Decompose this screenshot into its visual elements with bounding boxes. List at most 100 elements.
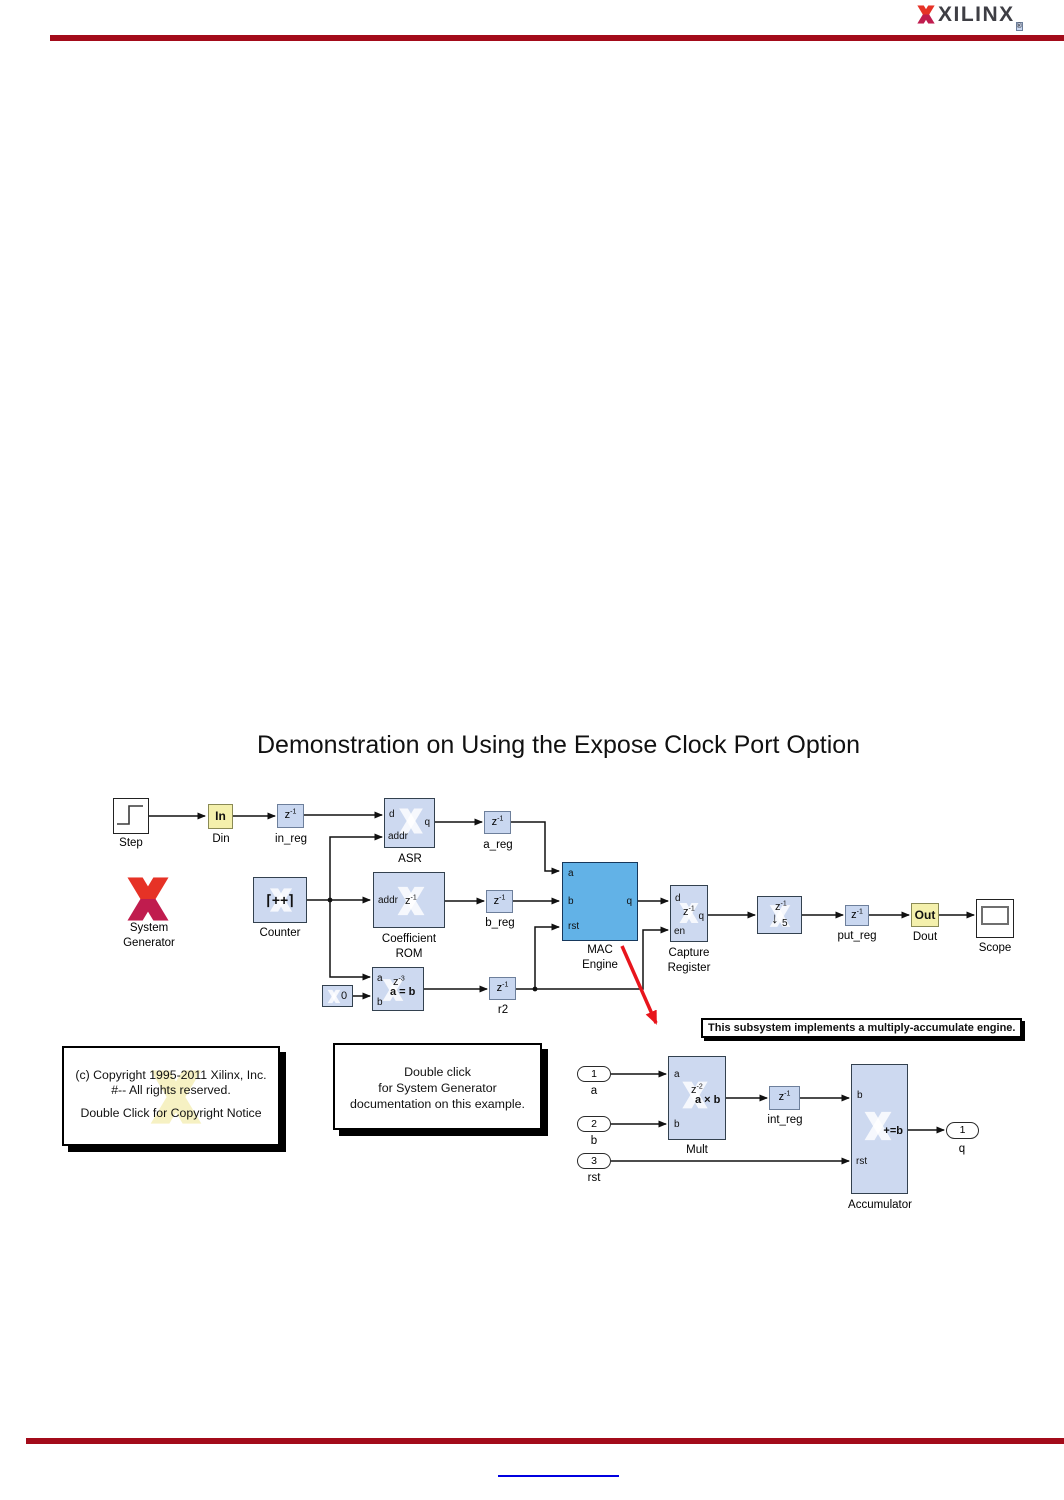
- rom-latency: z-1: [405, 894, 417, 907]
- subsystem-tooltip: This subsystem implements a multiply-acc…: [701, 1018, 1023, 1038]
- mult-block[interactable]: a b z-2 a × b: [668, 1056, 726, 1140]
- dout-label: Dout: [912, 931, 938, 943]
- mult-port-a: a: [674, 1069, 680, 1080]
- counter-block[interactable]: ⌈++⌉: [253, 877, 307, 923]
- scope-block[interactable]: [976, 899, 1014, 938]
- mac-port-rst: rst: [568, 921, 580, 932]
- step-label: Step: [119, 837, 143, 849]
- counter-label: Counter: [259, 927, 301, 939]
- scope-label: Scope: [978, 942, 1012, 954]
- mac-engine-label-1: MAC: [587, 944, 613, 956]
- inport-1[interactable]: 1: [577, 1066, 611, 1082]
- footer-rule: [26, 1438, 1064, 1444]
- header-rule: [50, 35, 1064, 41]
- put-reg-block[interactable]: z-1: [845, 905, 869, 926]
- inport-3[interactable]: 3: [577, 1153, 611, 1169]
- outport-1-label: q: [958, 1143, 966, 1155]
- counter-glyph: ⌈++⌉: [266, 892, 294, 908]
- constant-value: 0: [341, 990, 348, 1002]
- relational-block[interactable]: a b z-3 a = b: [372, 967, 424, 1011]
- doc-line-2: for System Generator: [378, 1081, 497, 1095]
- accumulator-block[interactable]: b rst +=b: [851, 1064, 908, 1194]
- red-callout-arrow: [620, 945, 658, 1025]
- constant-zero-block[interactable]: 0: [322, 985, 353, 1007]
- relational-port-a: a: [377, 973, 383, 984]
- mac-port-b: b: [568, 896, 574, 907]
- coefficient-rom-block[interactable]: addr z-1: [373, 872, 445, 928]
- r2-reg-block[interactable]: z-1: [489, 977, 516, 1000]
- accumulator-port-rst: rst: [856, 1156, 868, 1167]
- b-reg-label: b_reg: [485, 917, 515, 929]
- doc-note[interactable]: Double click for System Generator docume…: [333, 1043, 542, 1130]
- int-reg-label: int_reg: [767, 1114, 803, 1126]
- footer-link[interactable]: [498, 1475, 619, 1477]
- copyright-note[interactable]: (c) Copyright 1995-2011 Xilinx, Inc. #--…: [62, 1046, 280, 1146]
- capture-port-d: d: [675, 893, 681, 904]
- copyright-line-1: (c) Copyright 1995-2011 Xilinx, Inc.: [75, 1068, 267, 1082]
- a-reg-label: a_reg: [483, 839, 513, 851]
- dout-gateway-block[interactable]: Out: [911, 903, 939, 927]
- copyright-line-2: #-- All rights reserved.: [111, 1083, 231, 1097]
- accumulator-port-b: b: [857, 1090, 863, 1101]
- r2-label: r2: [497, 1004, 509, 1016]
- coefficient-rom-label-1: Coefficient: [381, 933, 437, 945]
- capture-port-en: en: [674, 926, 686, 937]
- inport-3-label: rst: [587, 1172, 601, 1184]
- rom-port-addr: addr: [378, 895, 399, 906]
- downsample-arrow-icon: ↓: [771, 910, 779, 927]
- in-reg-block[interactable]: z-1: [277, 804, 304, 828]
- capture-latency: z-1: [683, 905, 695, 918]
- relational-op: a = b: [390, 986, 416, 998]
- asr-label: ASR: [398, 853, 422, 865]
- system-generator-label-2: Generator: [123, 937, 175, 949]
- din-gateway-block[interactable]: In: [208, 804, 233, 829]
- mac-port-a: a: [568, 868, 574, 879]
- put-reg-label: put_reg: [837, 930, 877, 942]
- capture-port-q: q: [698, 911, 704, 922]
- xilinx-watermark-icon: [327, 989, 341, 1004]
- mult-latency: z-2: [691, 1083, 703, 1096]
- outport-1[interactable]: 1: [946, 1122, 979, 1139]
- capture-register-block[interactable]: d z-1 q en: [670, 885, 708, 942]
- relational-port-b: b: [377, 997, 383, 1008]
- in-reg-label: in_reg: [275, 833, 307, 845]
- step-source-block[interactable]: [113, 798, 149, 834]
- capture-register-label-1: Capture: [668, 947, 710, 959]
- scope-screen-icon: [981, 906, 1009, 925]
- mult-op: a × b: [695, 1094, 721, 1106]
- asr-block[interactable]: d addr q: [384, 798, 435, 848]
- page-title: Demonstration on Using the Expose Clock …: [257, 731, 861, 759]
- registered-mark: ®: [1015, 22, 1023, 31]
- mult-label: Mult: [686, 1144, 708, 1156]
- downsample-block[interactable]: z-1 ↓ 5: [757, 896, 802, 934]
- accumulator-op: +=b: [883, 1125, 903, 1137]
- din-label: Din: [212, 833, 230, 845]
- inport-1-label: a: [590, 1085, 598, 1097]
- copyright-line-3: Double Click for Copyright Notice: [80, 1106, 262, 1120]
- asr-port-q: q: [424, 817, 430, 828]
- system-generator-label-1: System: [129, 922, 169, 934]
- downsample-latency: z-1: [775, 900, 787, 913]
- step-waveform-icon: [117, 805, 143, 825]
- downsample-rate: 5: [782, 918, 788, 929]
- coefficient-rom-label-2: ROM: [395, 948, 423, 960]
- capture-register-label-2: Register: [667, 962, 711, 974]
- signal-wires: [149, 811, 975, 1165]
- int-reg-block[interactable]: z-1: [769, 1086, 800, 1110]
- mac-port-q: q: [626, 896, 632, 907]
- a-reg-block[interactable]: z-1: [484, 811, 511, 834]
- asr-port-addr: addr: [388, 831, 409, 842]
- accumulator-label: Accumulator: [848, 1199, 912, 1211]
- brand-text: XILINX®: [938, 3, 1023, 31]
- inport-2-label: b: [590, 1135, 598, 1147]
- inport-2[interactable]: 2: [577, 1116, 611, 1132]
- doc-line-1: Double click: [404, 1065, 471, 1079]
- system-generator-block[interactable]: [122, 876, 174, 922]
- asr-port-d: d: [389, 809, 395, 820]
- mult-port-b: b: [674, 1119, 680, 1130]
- mac-engine-subsystem-block[interactable]: a b rst q: [562, 862, 638, 941]
- relational-latency: z-3: [393, 975, 405, 988]
- b-reg-block[interactable]: z-1: [486, 890, 513, 913]
